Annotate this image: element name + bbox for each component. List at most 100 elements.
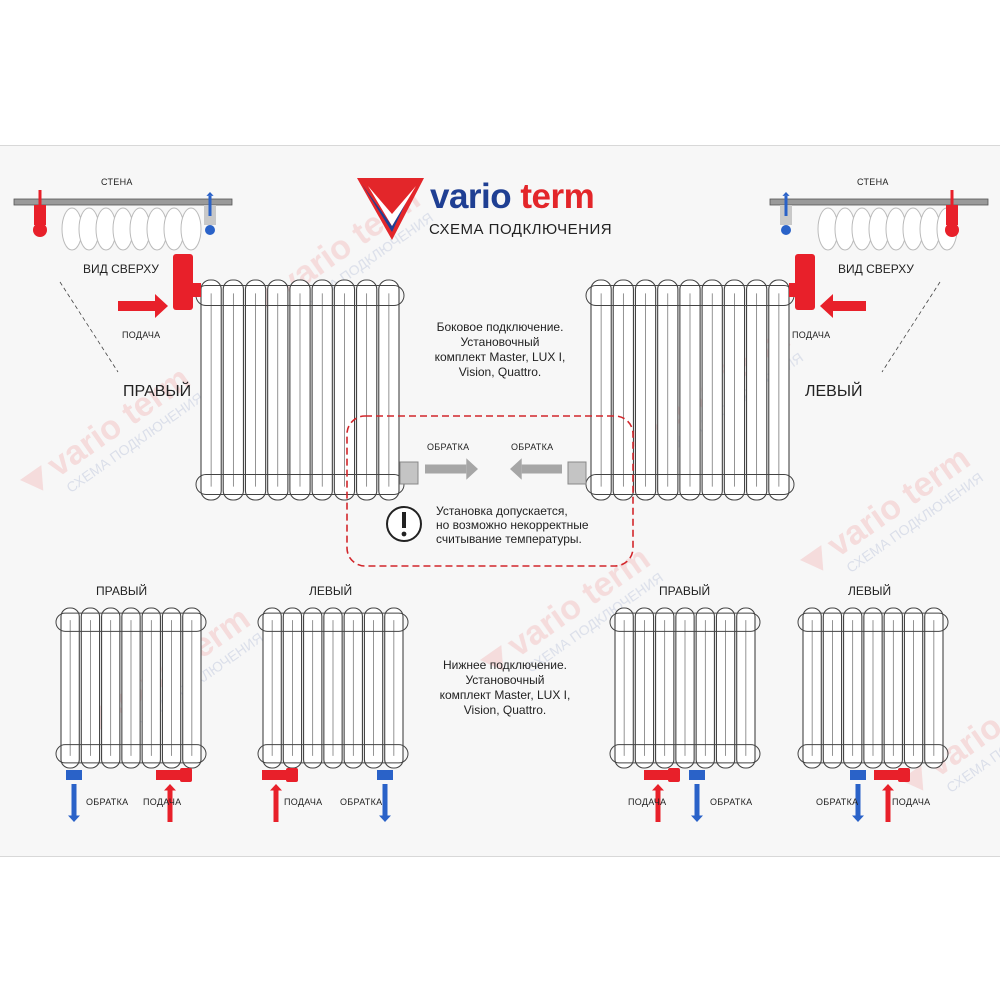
return-valve-warning-right (399, 461, 419, 485)
bottom-title-left-1: ЛЕВЫЙ (309, 584, 353, 598)
arrow-head (852, 815, 864, 822)
logo-subtitle: СХЕМА ПОДКЛЮЧЕНИЯ (429, 221, 613, 238)
return-arrow-down-icon (379, 784, 391, 822)
logo-mark-blue (362, 184, 408, 232)
arrow-head (466, 458, 478, 480)
supply-valve-side-left (795, 254, 815, 310)
return-arrow-down-icon (691, 784, 703, 822)
top-view-left (769, 198, 989, 251)
logo-mark-icon (357, 178, 424, 240)
arrow-head (510, 458, 522, 480)
supply-connector-top (33, 223, 47, 237)
valve-head (286, 768, 298, 782)
wall-label-left: СТЕНА (101, 177, 133, 187)
warning-text: Установка допускается, но возможно некор… (436, 504, 589, 546)
arrow-head (882, 784, 894, 791)
supply-label-side-left: ПОДАЧА (792, 330, 831, 340)
bottom-title-left-2: ЛЕВЫЙ (848, 584, 892, 598)
return-label-warning-left: ОБРАТКА (511, 442, 554, 452)
radiator-top-collector (797, 612, 949, 632)
supply-arrow-right-icon (118, 294, 168, 318)
top-view-label-right: ВИД СВЕРХУ (838, 262, 914, 276)
arrow-head (68, 815, 80, 822)
bottom-radiator-right-2 (609, 607, 761, 769)
watermark-mark-icon (800, 545, 824, 571)
valve-head (898, 768, 910, 782)
supply-valve-body (183, 283, 201, 297)
bottom-title-right-2: ПРАВЫЙ (659, 584, 711, 598)
return-valve-b1 (66, 770, 82, 780)
supply-arrow-up-icon (164, 784, 176, 822)
valve-body (377, 770, 393, 780)
return-label-b2: ОБРАТКА (340, 797, 383, 807)
return-arrow-top-icon (782, 192, 790, 216)
watermark-mark-icon (480, 645, 504, 671)
arrow-head (270, 784, 282, 791)
return-valve-b3 (689, 770, 705, 780)
watermark-mark-icon (20, 465, 44, 491)
arrow-head (782, 192, 790, 196)
supply-arrow-up-icon (652, 784, 664, 822)
valve-body (262, 770, 290, 780)
radiator-bottom-collector (55, 744, 207, 764)
return-valve-b4 (850, 770, 866, 780)
radiator-side-left (585, 279, 795, 501)
watermark-mark-icon (900, 765, 924, 791)
supply-label-b1: ПОДАЧА (143, 797, 182, 807)
warning-bar (402, 512, 406, 528)
return-label-b4: ОБРАТКА (816, 797, 859, 807)
supply-arrow-up-icon (270, 784, 282, 822)
wall-label-right: СТЕНА (857, 177, 889, 187)
supply-label-side-right: ПОДАЧА (122, 330, 161, 340)
leader-line (59, 281, 119, 373)
valve-body (689, 770, 705, 780)
valve-head (668, 768, 680, 782)
arrow-head (820, 294, 833, 318)
radiator-bottom-collector (797, 744, 949, 764)
radiator-section-top (180, 207, 202, 251)
logo-mark-white (368, 186, 416, 226)
top-view-right (13, 198, 233, 251)
arrow-head (379, 815, 391, 822)
supply-valve-side-right (173, 254, 193, 310)
leader-line (881, 281, 941, 373)
warning-dot (401, 531, 407, 537)
return-arrow-top-icon (206, 192, 214, 216)
radiator-top-collector (55, 612, 207, 632)
supply-valve-body (789, 283, 807, 297)
supply-valve-top (946, 205, 958, 225)
bottom-radiator-left-1 (257, 607, 409, 769)
radiator-top-collector (257, 612, 409, 632)
return-label-b3: ОБРАТКА (710, 797, 753, 807)
wall-line (13, 198, 233, 206)
arrow-head (155, 294, 168, 318)
brand-name: vario term (430, 177, 595, 216)
return-arrow-down-icon (68, 784, 80, 822)
supply-arrow-top-icon (36, 190, 44, 214)
bottom-title-right-1: ПРАВЫЙ (96, 584, 148, 598)
supply-valve-top (34, 205, 46, 225)
side-connection-description: Боковое подключение. Установочный компле… (434, 320, 566, 379)
valve-body (874, 770, 902, 780)
exclamation-circle-icon (386, 506, 422, 542)
supply-valve-b2 (262, 768, 298, 782)
top-view-label-left: ВИД СВЕРХУ (83, 262, 159, 276)
return-arrow-warning-left-icon (510, 458, 562, 480)
arrow-head (36, 210, 44, 214)
supply-valve-b4 (874, 768, 910, 782)
supply-label-b3: ПОДАЧА (628, 797, 667, 807)
wall-line (769, 198, 989, 206)
supply-label-b4: ПОДАЧА (892, 797, 931, 807)
valve-head (180, 768, 192, 782)
valve-body (156, 770, 184, 780)
arrow-head (206, 192, 214, 196)
arrow-head (948, 210, 956, 214)
return-valve-b2 (377, 770, 393, 780)
return-valve-warning-left (567, 461, 587, 485)
radiator-bottom-collector (257, 744, 409, 764)
return-connector-top (205, 225, 215, 235)
arrow-head (652, 784, 664, 791)
radiator-bottom-collector (609, 744, 761, 764)
bottom-connection-description: Нижнее подключение. Установочный комплек… (439, 658, 571, 717)
